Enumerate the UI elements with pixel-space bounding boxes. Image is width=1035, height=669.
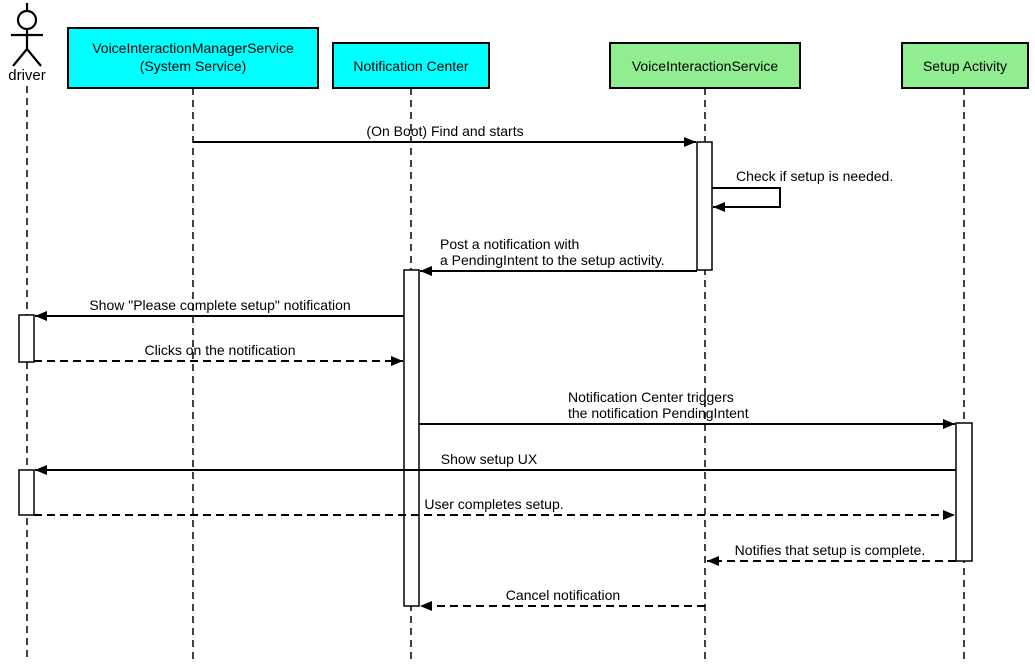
message-label-cancel-notification: Cancel notification — [506, 587, 620, 603]
message-label-trigger-pending-intent-line1: Notification Center triggers — [568, 389, 734, 405]
participant-label-voice-interaction-service: VoiceInteractionService — [632, 58, 779, 74]
message-label-user-completes-setup: User completes setup. — [424, 496, 563, 512]
activation-driver-1 — [18, 314, 35, 363]
message-label-check-if-setup-needed: Check if setup is needed. — [736, 168, 893, 184]
actor-driver-label: driver — [8, 67, 46, 84]
stick-figure-icon — [11, 3, 43, 67]
participant-label-vims-line1: VoiceInteractionManagerService — [92, 40, 294, 56]
message-label-post-notification-line1: Post a notification with — [440, 236, 579, 252]
message-label-show-setup-ux: Show setup UX — [441, 451, 538, 467]
activation-driver-2 — [18, 469, 35, 516]
participant-box-setup-activity — [901, 42, 1029, 89]
activation-voice-interaction-service — [696, 141, 713, 271]
participant-label-vims-line2: (System Service) — [140, 58, 247, 74]
participant-box-voice-interaction-manager-service — [67, 27, 319, 89]
message-label-show-setup-notification: Show "Please complete setup" notificatio… — [89, 297, 350, 313]
participant-box-notification-center — [332, 42, 490, 89]
message-arrow-check-if-setup-needed — [712, 187, 781, 212]
message-label-notifies-setup-complete: Notifies that setup is complete. — [735, 542, 926, 558]
message-label-trigger-pending-intent-line2: the notification PendingIntent — [568, 405, 749, 421]
activation-notification-center — [403, 269, 420, 607]
activation-setup-activity — [955, 422, 973, 562]
participant-label-notification-center: Notification Center — [353, 58, 469, 74]
message-label-clicks-notification: Clicks on the notification — [145, 342, 296, 358]
participant-box-voice-interaction-service — [609, 42, 801, 89]
message-label-post-notification-line2: a PendingIntent to the setup activity. — [440, 252, 665, 268]
participant-label-setup-activity: Setup Activity — [923, 58, 1007, 74]
message-label-on-boot-find-and-starts: (On Boot) Find and starts — [366, 123, 523, 139]
actor-driver: driver — [8, 3, 46, 84]
